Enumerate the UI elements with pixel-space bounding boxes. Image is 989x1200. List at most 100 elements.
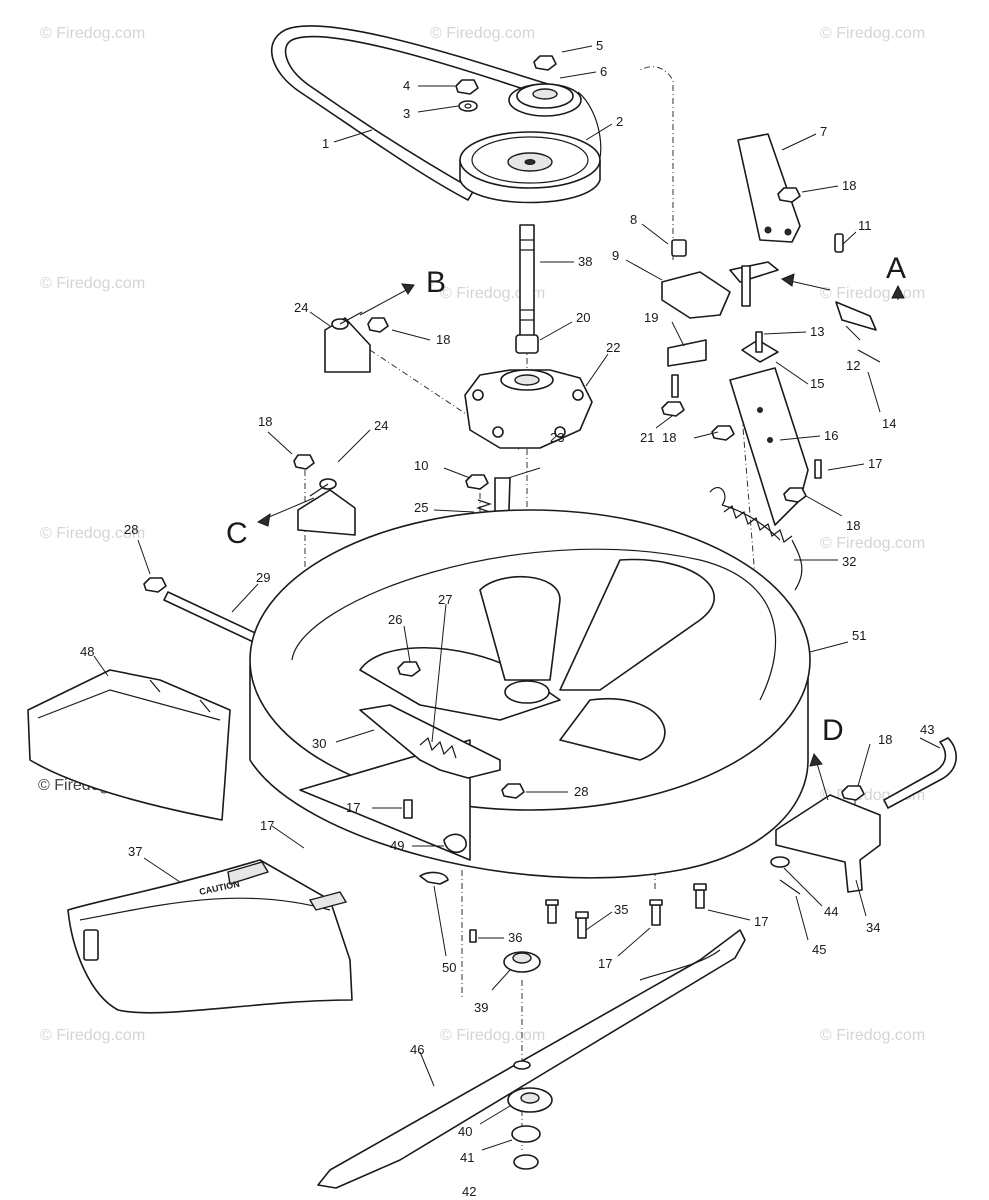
bracket-34-assembly [770,737,957,895]
callout-label: 34 [866,920,880,935]
callout-label: 22 [606,340,620,355]
clip-14 [857,349,881,363]
arm-9 [661,271,731,319]
callout-label: 39 [474,1000,488,1015]
callout-label: 7 [820,124,827,139]
pivot-shaft [741,265,751,307]
block-12 [835,301,877,331]
callout-label: 6 [600,64,607,79]
bolt-13 [755,331,763,353]
main-pulley [459,131,601,204]
lower-hardware [419,871,707,973]
callouts: 5 6 4 3 1 2 7 18 8 38 9 11 24 18 20 19 1… [80,38,941,1199]
callout-label: 38 [578,254,592,269]
wing-49 [443,833,467,853]
nut-4 [455,79,479,95]
callout-label: 42 [462,1184,476,1199]
idler-pulley [508,83,582,117]
wing-nut-50 [419,871,449,885]
direction-letter-b: B [426,266,446,299]
spindle-shaft-38 [519,224,535,346]
screw-36 [469,929,477,943]
nut-5 [533,55,557,71]
callout-label: 46 [410,1042,424,1057]
bracket-19 [667,339,707,367]
direction-letter-a: A [886,252,906,285]
pin-11 [834,233,844,253]
watermark: © Firedog.com [40,25,145,42]
direction-letter-c: C [226,517,248,550]
callout-label: 27 [438,592,452,607]
callout-label: 51 [852,628,866,643]
spindle-assembly [464,224,687,449]
callout-label: 18 [662,430,676,445]
bolt-17-center [403,799,413,819]
callout-label: 5 [596,38,603,53]
v-belt [270,25,549,201]
callout-label: 28 [124,522,138,537]
belt-pulley-assembly [270,25,602,204]
callout-label: 37 [128,844,142,859]
callout-label: 11 [858,218,872,233]
callout-label: 24 [374,418,388,433]
callout-label: 29 [256,570,270,585]
callout-label: 43 [920,722,934,737]
callout-label: 18 [846,518,860,533]
callout-label: 44 [824,904,838,919]
callout-label: 17 [754,914,768,929]
washer-41 [511,1125,541,1143]
baffle-plate [299,739,471,861]
linkage-assembly [661,133,881,526]
callout-label: 2 [616,114,623,129]
callout-label: 3 [403,106,410,121]
callout-label: 17 [346,800,360,815]
clip-45 [779,879,801,895]
deck-shell-51 [249,509,811,879]
watermark: © Firedog.com [820,535,925,552]
nut-42 [513,1154,539,1170]
guard-48 [27,669,231,821]
callout-label: 18 [878,732,892,747]
callout-label: 4 [403,78,410,93]
blade-46 [317,929,746,1189]
callout-label: 28 [574,784,588,799]
watermark: © Firedog.com [440,285,545,302]
callout-label: 41 [460,1150,474,1165]
chute-37: CAUTION [67,859,353,1014]
callout-label: 21 [640,430,654,445]
callout-label: 40 [458,1124,472,1139]
callout-label: 45 [812,942,826,957]
callout-label: 18 [436,332,450,347]
callout-label: 15 [810,376,824,391]
bolt-21 [671,374,679,398]
callout-label: 36 [508,930,522,945]
callout-label: 32 [842,554,856,569]
rod-43 [883,737,957,809]
washer-3 [458,100,478,112]
watermark: © Firedog.com [430,25,535,42]
spacer-20 [515,334,539,354]
watermark: © Firedog.com [40,275,145,292]
callout-label: 18 [842,178,856,193]
callout-label: 23 [550,430,564,445]
blade-washers [507,1087,553,1170]
spindle-housing-22 [464,369,593,449]
callout-label: 35 [614,902,628,917]
callout-label: 49 [390,838,404,853]
callout-label: 9 [612,248,619,263]
callout-label: 17 [598,956,612,971]
callout-label: 12 [846,358,860,373]
callout-label: 19 [644,310,658,325]
watermark: © Firedog.com [820,285,925,302]
plate-7 [737,133,801,243]
callout-label: 1 [322,136,329,151]
callout-label: 26 [388,612,402,627]
callout-label: 24 [294,300,308,315]
callout-label: 48 [80,644,94,659]
callout-label: 17 [868,456,882,471]
watermark: © Firedog.com [40,525,145,542]
callout-label: 10 [414,458,428,473]
callout-label: 25 [414,500,428,515]
washer-39 [503,951,541,973]
